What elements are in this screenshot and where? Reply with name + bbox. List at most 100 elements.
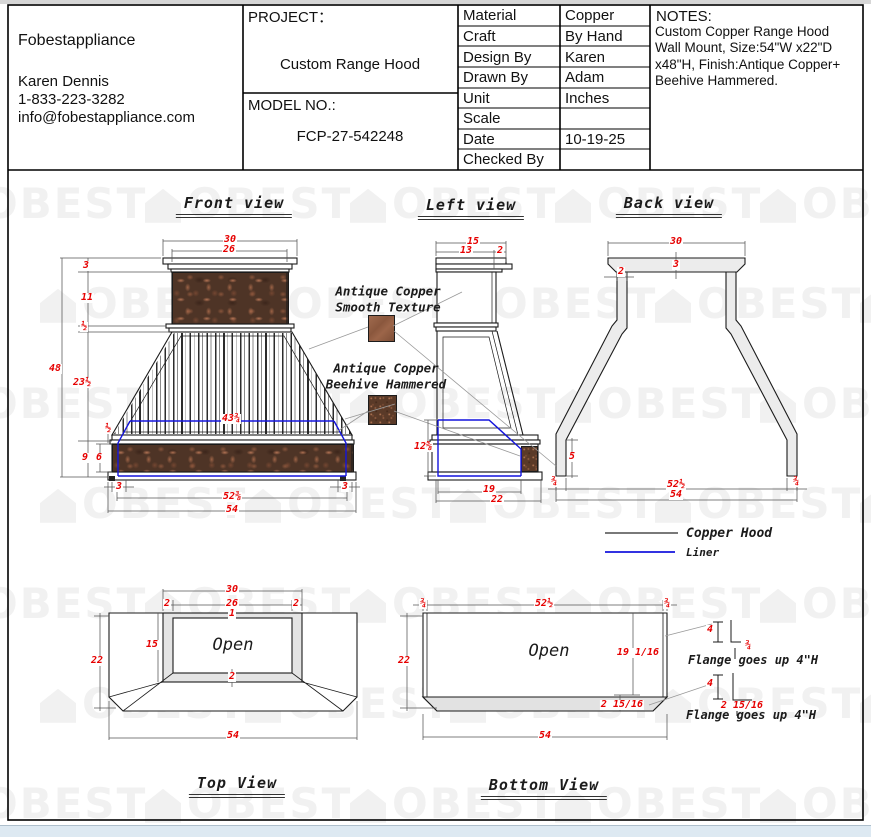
watermark-tile: OBEST (555, 783, 762, 824)
spec-label-checked-by: Checked By (463, 151, 544, 168)
watermark-tile: OBEST (860, 685, 871, 723)
left-dim-base-depth: 22 (489, 494, 505, 505)
bottom-view-open-label: Open (528, 641, 570, 661)
watermark-tile: OBEST (760, 183, 871, 224)
top-dim-inner-width: 26 (224, 598, 240, 609)
flange-note-1: Flange goes up 4"H (688, 653, 819, 667)
back-dim-foot-height: 5 (567, 451, 577, 462)
front-dim-total-height: 48 (47, 363, 63, 374)
front-dim-body-width: 52⅜ (221, 491, 243, 502)
top-view-title: Top View (188, 774, 286, 798)
bottom-dim-depth: 22 (396, 655, 412, 666)
front-upper-ornate-band (172, 272, 289, 326)
spec-label-unit: Unit (463, 90, 490, 107)
left-dim-liner-height: 12⅝ (412, 441, 434, 452)
spec-label-date: Date (463, 131, 495, 148)
smooth-texture-callout: Antique Copper Smooth Texture (335, 283, 441, 314)
top-dim-inner-depth: 15 (144, 639, 160, 650)
top-dim-depth: 22 (89, 655, 105, 666)
notes-text: Custom Copper Range Hood Wall Mount, Siz… (655, 24, 841, 89)
front-dim-inset-left: 3 (114, 481, 124, 492)
top-dim-lip-top: 1 (227, 608, 237, 619)
bottom-dim-edge-right: ¾ (662, 598, 672, 609)
spec-value-drawn-by: Adam (565, 69, 605, 86)
company-name: Fobestappliance (18, 32, 136, 49)
legend-liner-label: Liner (686, 546, 720, 559)
back-view-title: Back view (615, 194, 723, 218)
flange2-height: 4 (705, 678, 715, 689)
watermark-tile: OBEST (0, 379, 148, 428)
watermark-tile: OBEST (145, 783, 352, 824)
front-dim-band2-height: 6 (94, 452, 104, 463)
spec-value-date: 10-19-25 (565, 131, 626, 148)
spec-label-design-by: Design By (463, 49, 532, 66)
watermark-tile: OBEST (860, 285, 871, 323)
front-dim-top-width: 30 (222, 234, 238, 245)
bottom-dim-base-width: 54 (537, 730, 553, 741)
spec-label-craft: Craft (463, 28, 496, 45)
top-dim-top-width: 30 (224, 584, 240, 595)
back-dim-wall: 2 (616, 266, 626, 277)
back-dim-base-width: 54 (668, 489, 684, 500)
front-dim-crown-height: 3 (81, 260, 91, 271)
watermark-house-icon (860, 488, 871, 523)
top-dim-base-width: 54 (225, 730, 241, 741)
left-dim-inner-depth: 19 (481, 484, 497, 495)
watermark-house-icon (860, 688, 871, 723)
top-dim-lip-bottom: 2 (227, 671, 237, 682)
back-dim-crown-height: 3 (671, 259, 681, 270)
flange1-width: ¾ (743, 640, 753, 651)
hammered-texture-callout: Antique Copper Beehive Hammered (325, 360, 447, 391)
notes-label: NOTES: (656, 8, 712, 25)
spec-label-scale: Scale (463, 110, 501, 127)
spec-value-design-by: Karen (565, 49, 606, 66)
contact-phone: 1-833-223-3282 (18, 91, 125, 108)
contact-email: info@fobestappliance.com (18, 109, 195, 126)
spec-value-material: Copper (565, 7, 615, 24)
left-dim-front-depth: 13 (458, 245, 474, 256)
smooth-texture-swatch (368, 315, 395, 342)
left-dim-depth: 15 (465, 236, 481, 247)
flange2-width: 2 15/16 (719, 700, 765, 711)
window-bottom-edge (0, 825, 871, 837)
spec-value-craft: By Hand (565, 28, 623, 45)
watermark-tile: OBEST (0, 779, 148, 828)
spec-value-unit: Inches (565, 90, 610, 107)
flange1-height: 4 (705, 624, 715, 635)
front-dim-liner-width: 43¾ (220, 413, 242, 424)
front-dim-base-width: 54 (224, 504, 240, 515)
back-dim-edge-right: ¾ (791, 476, 801, 487)
back-dim-edge-left: ¾ (549, 476, 559, 487)
model-label: MODEL NO.: (248, 97, 336, 114)
front-dim-inset-right: 3 (340, 481, 350, 492)
watermark-tile: OBEST (760, 583, 871, 624)
watermark-tile: OBEST (350, 383, 557, 424)
watermark-tile: OBEST (40, 483, 247, 524)
watermark-tile: OBEST (450, 483, 657, 524)
legend-copper-hood-label: Copper Hood (686, 526, 773, 541)
watermark-tile: OBEST (0, 179, 148, 228)
project-value: Custom Range Hood (279, 56, 421, 73)
bottom-dim-edge-left: ¾ (418, 598, 428, 609)
watermark-tile: OBEST (655, 283, 862, 324)
back-dim-inner-width: 52½ (665, 479, 687, 490)
spec-label-drawn-by: Drawn By (463, 69, 529, 86)
front-dim-skirt-height: 9 (80, 452, 90, 463)
left-dim-back-gap: 2 (495, 245, 505, 256)
bottom-dim-inner-width: 52½ (533, 598, 555, 609)
top-dim-side-right: 2 (291, 598, 301, 609)
spec-label-material: Material (463, 7, 517, 24)
front-dim-slope-height: 23½ (71, 377, 93, 388)
project-label: PROJECT： (248, 9, 334, 26)
front-dim-inner-width: 26 (221, 244, 237, 255)
bottom-dim-inner-depth: 19 1/16 (615, 647, 661, 658)
watermark-tile: OBEST (245, 483, 452, 524)
back-dim-top-width: 30 (668, 236, 684, 247)
bottom-dim-band-depth: 2 15/16 (599, 699, 645, 710)
hammered-texture-swatch (368, 395, 397, 425)
model-value: FCP-27-542248 (296, 128, 404, 145)
flange-note-2: Flange goes up 4"H (686, 708, 817, 722)
front-view-title: Front view (175, 194, 293, 218)
